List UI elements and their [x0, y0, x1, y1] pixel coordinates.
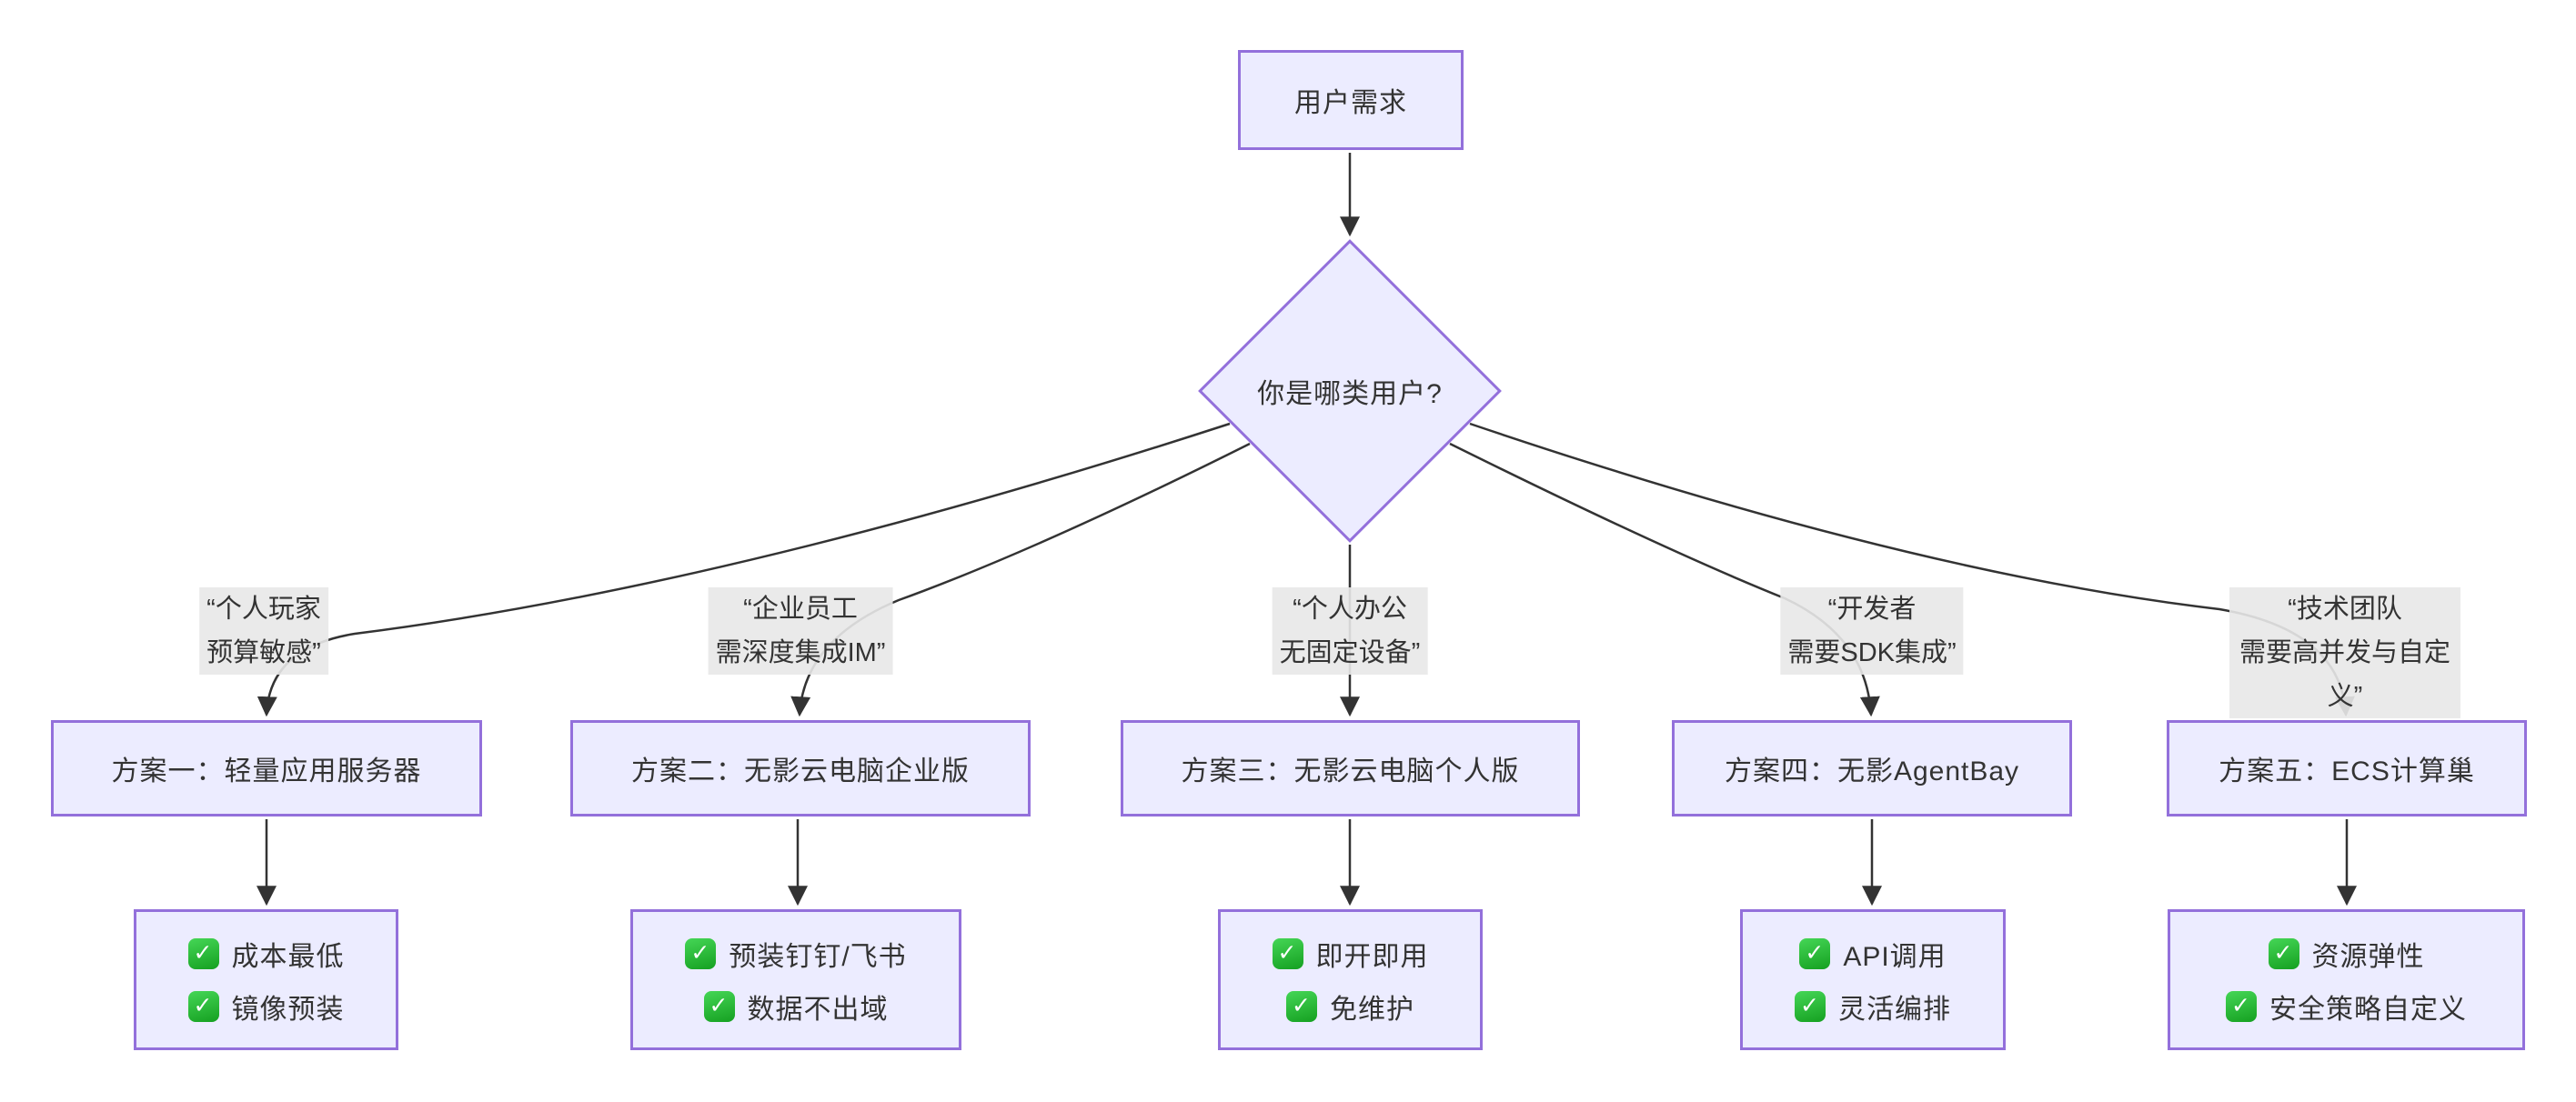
branch-3-solution-label: 方案三：无影云电脑个人版 [1181, 756, 1520, 786]
feature-text: 资源弹性 [2311, 941, 2425, 972]
branch-4-condition-label: “开发者 需要SDK集成” [1780, 587, 1964, 675]
feature-row: ✓ 资源弹性 [2268, 934, 2425, 974]
feature-text: 灵活编排 [1838, 994, 1951, 1025]
branch-1-solution-node: 方案一：轻量应用服务器 [51, 720, 482, 816]
branch-5-solution-label: 方案五：ECS计算巢 [2219, 756, 2475, 786]
branch-1-condition-label: “个人玩家 预算敏感” [199, 587, 328, 675]
feature-text: 成本最低 [231, 941, 345, 972]
branch-3-condition-label: “个人办公 无固定设备” [1272, 587, 1428, 675]
check-icon: ✓ [1272, 937, 1303, 969]
feature-text: 免维护 [1330, 994, 1414, 1025]
feature-row: ✓ API调用 [1799, 934, 1946, 974]
branch-3-solution-node: 方案三：无影云电脑个人版 [1121, 720, 1580, 816]
branch-5-features-node: ✓ 资源弹性 ✓ 安全策略自定义 [2168, 909, 2525, 1050]
root-node: 用户需求 [1238, 50, 1464, 150]
feature-row: ✓ 预装钉钉/飞书 [685, 934, 906, 974]
branch-1-features-node: ✓ 成本最低 ✓ 镜像预装 [134, 909, 398, 1050]
feature-text: 数据不出域 [747, 994, 889, 1025]
feature-row: ✓ 安全策略自定义 [2226, 987, 2467, 1027]
feature-row: ✓ 免维护 [1286, 987, 1414, 1027]
root-node-label: 用户需求 [1294, 88, 1407, 118]
check-icon: ✓ [187, 990, 219, 1022]
feature-row: ✓ 灵活编排 [1795, 987, 1951, 1027]
feature-row: ✓ 镜像预装 [187, 987, 345, 1027]
check-icon: ✓ [2268, 937, 2299, 969]
feature-text: 即开即用 [1315, 941, 1429, 972]
branch-5-condition-label: “技术团队 需要高并发与自定义” [2229, 587, 2460, 718]
feature-text: 安全策略自定义 [2269, 994, 2467, 1025]
branch-3-features-node: ✓ 即开即用 ✓ 免维护 [1218, 909, 1483, 1050]
branch-4-features-node: ✓ API调用 ✓ 灵活编排 [1740, 909, 2006, 1050]
check-icon: ✓ [1795, 990, 1826, 1022]
feature-row: ✓ 即开即用 [1272, 934, 1429, 974]
branch-4-solution-label: 方案四：无影AgentBay [1724, 756, 2020, 786]
check-icon: ✓ [187, 937, 219, 969]
feature-row: ✓ 数据不出域 [703, 987, 889, 1027]
feature-text: 预装钉钉/飞书 [729, 941, 907, 972]
feature-row: ✓ 成本最低 [187, 934, 345, 974]
decision-node-label: 你是哪类用户? [1257, 379, 1443, 409]
check-icon: ✓ [685, 937, 717, 969]
branch-4-solution-node: 方案四：无影AgentBay [1672, 720, 2072, 816]
branch-5-solution-node: 方案五：ECS计算巢 [2167, 720, 2527, 816]
check-icon: ✓ [1799, 937, 1831, 969]
feature-text: API调用 [1843, 941, 1947, 972]
feature-text: 镜像预装 [231, 994, 345, 1025]
branch-2-solution-label: 方案二：无影云电脑企业版 [631, 756, 970, 786]
branch-2-features-node: ✓ 预装钉钉/飞书 ✓ 数据不出域 [630, 909, 961, 1050]
decision-node: 你是哪类用户? [1198, 239, 1502, 543]
branch-2-solution-node: 方案二：无影云电脑企业版 [570, 720, 1031, 816]
check-icon: ✓ [2226, 990, 2257, 1022]
branch-1-solution-label: 方案一：轻量应用服务器 [111, 756, 422, 786]
check-icon: ✓ [1286, 990, 1317, 1022]
check-icon: ✓ [703, 990, 735, 1022]
branch-2-condition-label: “企业员工 需深度集成IM” [708, 587, 893, 675]
